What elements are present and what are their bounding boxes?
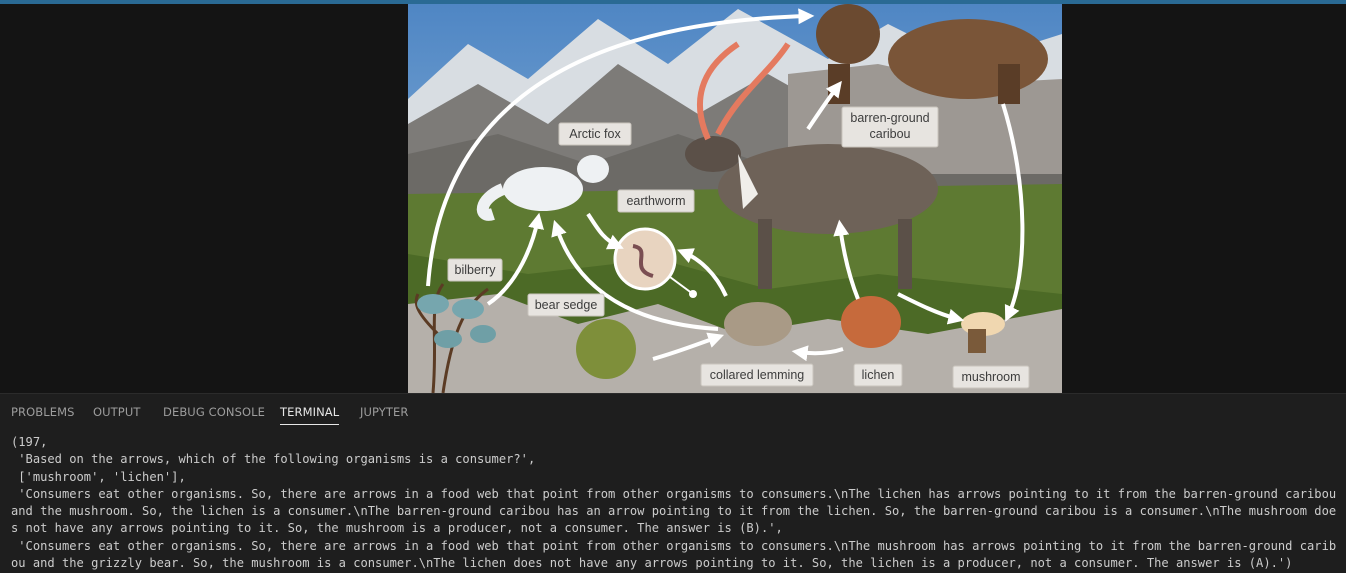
svg-text:lichen: lichen (862, 368, 895, 382)
label-collared-lemming: collared lemming (700, 363, 814, 387)
terminal-output[interactable]: (197, 'Based on the arrows, which of the… (11, 435, 1337, 571)
label-earthworm: earthworm (617, 189, 695, 213)
label-lichen: lichen (853, 363, 903, 387)
svg-text:barren-ground: barren-ground (850, 111, 929, 125)
arrow-lemming-to-fox (551, 219, 719, 331)
bottom-panel: PROBLEMS OUTPUT DEBUG CONSOLE TERMINAL J… (0, 393, 1346, 573)
label-bear-sedge: bear sedge (527, 293, 605, 317)
arrow-lichen-to-caribou (833, 219, 860, 300)
tab-problems[interactable]: PROBLEMS (11, 405, 75, 419)
label-arctic-fox: Arctic fox (558, 122, 632, 146)
arrow-caribou-to-bear (806, 80, 842, 131)
svg-text:Arctic fox: Arctic fox (569, 127, 621, 141)
caribou (685, 41, 938, 289)
arctic-fox (476, 155, 609, 221)
image-preview-area: Arctic fox barren-ground caribou earthwo… (0, 4, 1346, 393)
arrow-sedge-to-lemming (652, 332, 725, 361)
svg-text:bear sedge: bear sedge (535, 298, 598, 312)
food-web-diagram: Arctic fox barren-ground caribou earthwo… (408, 4, 1062, 393)
tab-terminal[interactable]: TERMINAL (280, 405, 340, 425)
svg-text:collared lemming: collared lemming (710, 368, 805, 382)
earthworm-inset (613, 227, 697, 298)
arrow-caribou-to-mushroom (897, 292, 965, 325)
svg-text:mushroom: mushroom (961, 370, 1020, 384)
mushroom-organism (961, 312, 1005, 353)
arrow-lichen-to-lemming (791, 345, 844, 362)
svg-text:earthworm: earthworm (626, 194, 685, 208)
lichen-organism (841, 296, 901, 348)
collared-lemming-animal (724, 302, 792, 346)
bilberry-plant (414, 283, 496, 393)
arrow-bilberry-to-fox (486, 212, 544, 306)
arrow-fox-to-earthworm (586, 212, 624, 250)
food-web-arrows (426, 8, 1025, 362)
tab-output[interactable]: OUTPUT (93, 405, 141, 419)
label-caribou: barren-ground caribou (841, 106, 939, 148)
svg-text:caribou: caribou (870, 127, 911, 141)
window-top-accent (0, 0, 1346, 4)
svg-text:bilberry: bilberry (455, 263, 497, 277)
panel-tabs: PROBLEMS OUTPUT DEBUG CONSOLE TERMINAL J… (0, 394, 1346, 430)
arrow-lemming-to-earthworm (677, 248, 728, 297)
label-mushroom: mushroom (952, 365, 1030, 389)
bear-sedge-plant (576, 319, 636, 379)
arrow-bilberry-to-bear (426, 8, 815, 287)
label-bilberry: bilberry (447, 258, 503, 282)
tab-debug-console[interactable]: DEBUG CONSOLE (163, 405, 266, 419)
arrow-bear-to-mushroom (1001, 103, 1025, 322)
tab-jupyter[interactable]: JUPYTER (360, 405, 409, 419)
